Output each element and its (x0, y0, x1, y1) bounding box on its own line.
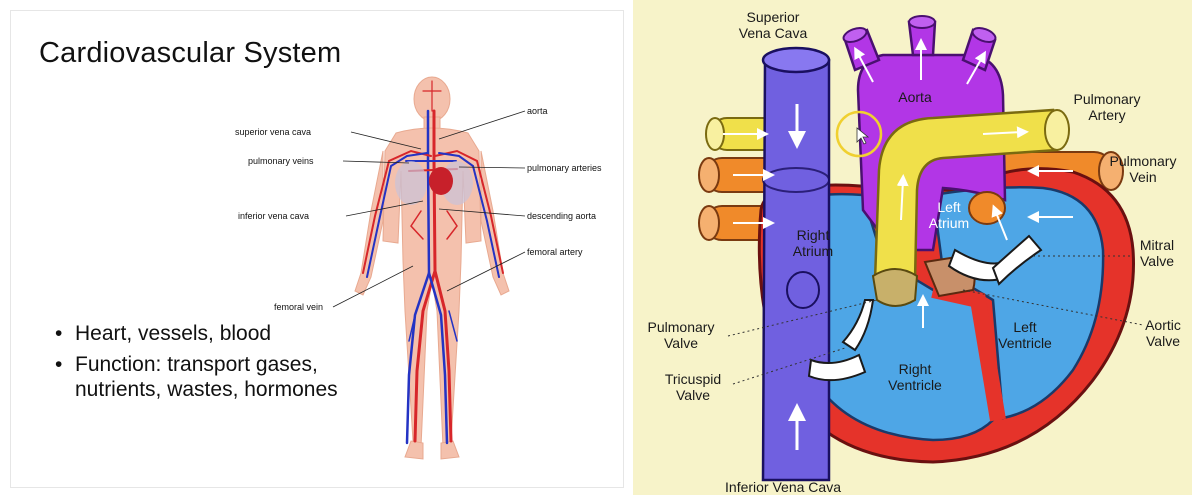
label-aorta: Aorta (898, 89, 932, 105)
label-pulmonary-artery-2: Artery (1088, 107, 1125, 123)
label-right-atrium-1: Right (797, 227, 830, 243)
label-aortic-valve-2: Valve (1146, 333, 1180, 349)
label-tricuspid-valve-1: Tricuspid (665, 371, 721, 387)
label-right-ventricle-2: Ventricle (888, 377, 942, 393)
label-descending-aorta: descending aorta (527, 211, 596, 221)
label-mitral-valve-2: Valve (1140, 253, 1174, 269)
label-superior-vena-cava-1: Superior (747, 9, 800, 25)
label-left-ventricle-2: Ventricle (998, 335, 1052, 351)
heart-diagram: Superior Vena Cava Aorta Pulmonary Arter… (633, 0, 1192, 495)
label-aorta: aorta (527, 106, 548, 116)
body-silhouette (355, 77, 509, 459)
label-pulmonary-valve-1: Pulmonary (648, 319, 715, 335)
slide-panel: Cardiovascular System (10, 10, 624, 488)
lung-right (395, 161, 427, 205)
label-tricuspid-valve-2: Valve (676, 387, 710, 403)
label-pulmonary-vein-1: Pulmonary (1110, 153, 1177, 169)
bullet-item: Function: transport gases, nutrients, wa… (53, 352, 353, 402)
label-left-atrium-2: Atrium (929, 215, 969, 231)
label-pulmonary-valve-2: Valve (664, 335, 698, 351)
coronary-sinus (787, 272, 819, 308)
label-superior-vena-cava-2: Vena Cava (739, 25, 808, 41)
label-left-ventricle-1: Left (1013, 319, 1036, 335)
label-pulmonary-veins: pulmonary veins (248, 156, 314, 166)
label-pulmonary-arteries: pulmonary arteries (527, 163, 602, 173)
label-superior-vena-cava: superior vena cava (235, 127, 311, 137)
label-femoral-vein: femoral vein (274, 302, 323, 312)
label-mitral-valve-1: Mitral (1140, 237, 1174, 253)
label-pulmonary-vein-2: Vein (1129, 169, 1156, 185)
label-pulmonary-artery-1: Pulmonary (1074, 91, 1141, 107)
vena-cava (763, 48, 829, 480)
label-left-atrium-1: Left (937, 199, 960, 215)
label-right-ventricle-1: Right (899, 361, 932, 377)
label-inferior-vena-cava: Inferior Vena Cava (725, 479, 841, 495)
label-right-atrium-2: Atrium (793, 243, 833, 259)
heart-diagram-panel: Superior Vena Cava Aorta Pulmonary Arter… (633, 0, 1192, 495)
human-body-illustration: superior vena cava pulmonary veins infer… (11, 11, 623, 487)
label-aortic-valve-1: Aortic (1145, 317, 1181, 333)
heart-icon (429, 167, 453, 195)
bullet-item: Heart, vessels, blood (53, 321, 353, 346)
label-femoral-artery: femoral artery (527, 247, 583, 257)
label-inferior-vena-cava: inferior vena cava (238, 211, 309, 221)
bullet-list: Heart, vessels, blood Function: transpor… (53, 321, 353, 408)
